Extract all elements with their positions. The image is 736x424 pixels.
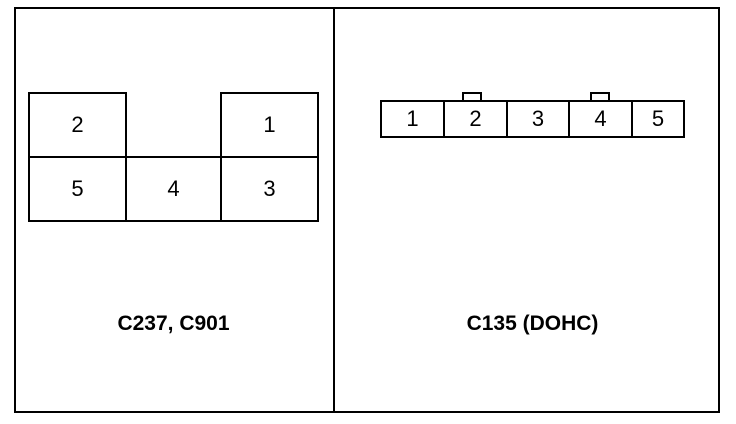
panel-divider bbox=[333, 7, 335, 413]
diagram-frame bbox=[14, 7, 720, 413]
pin-label: 5 bbox=[71, 176, 84, 201]
pin-label: 1 bbox=[406, 106, 419, 131]
connector-pin-2: 2 bbox=[28, 92, 127, 158]
pin-label: 5 bbox=[651, 106, 665, 131]
connector-pin-2: 2 bbox=[443, 100, 508, 138]
connector-caption-right: C135 (DOHC) bbox=[466, 312, 599, 335]
pin-label: 4 bbox=[594, 106, 607, 131]
connector-pin-3: 3 bbox=[506, 100, 570, 138]
pin-label: 1 bbox=[263, 112, 276, 137]
pin-label: 3 bbox=[531, 106, 545, 131]
locking-tab bbox=[590, 92, 610, 102]
connector-pin-1: 1 bbox=[220, 92, 319, 158]
connector-pin-1: 1 bbox=[380, 100, 445, 138]
connector-pin-5: 5 bbox=[28, 156, 127, 222]
pin-label: 4 bbox=[167, 176, 180, 201]
connector-caption-left: C237, C901 bbox=[117, 312, 230, 335]
pin-label: 3 bbox=[263, 176, 276, 201]
connector-pin-5: 5 bbox=[631, 100, 685, 138]
pin-label: 2 bbox=[71, 112, 84, 137]
locking-tab bbox=[462, 92, 482, 102]
connector-pin-4: 4 bbox=[125, 156, 222, 222]
connector-pin-4: 4 bbox=[568, 100, 633, 138]
pin-label: 2 bbox=[469, 106, 482, 131]
connector-pin-3: 3 bbox=[220, 156, 319, 222]
